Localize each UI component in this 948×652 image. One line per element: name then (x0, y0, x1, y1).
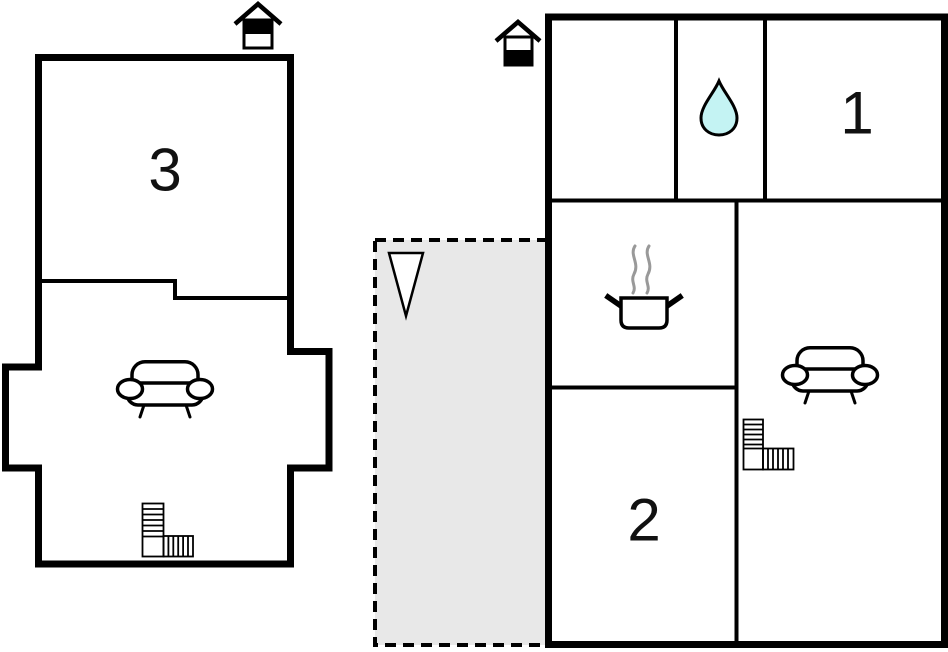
stairs-icon (742, 418, 795, 471)
water-drop-icon (699, 77, 739, 137)
left-building: 3 (2, 1, 333, 568)
room-1-label: 1 (840, 80, 873, 147)
terrace (373, 238, 554, 647)
right-building: 1 2 (545, 13, 948, 648)
north-arrow-icon (387, 251, 425, 321)
house-icon-top-half-filled (233, 1, 283, 50)
right-building-outer-walls (545, 13, 948, 648)
room-2-label: 2 (627, 487, 660, 554)
room-3-label: 3 (148, 137, 181, 204)
house-icon-bottom-half-filled (494, 19, 542, 67)
cooking-pot-icon (604, 244, 684, 330)
steam-line (645, 244, 652, 295)
left-building-interior-wall (36, 279, 290, 300)
stairs-icon (141, 502, 194, 558)
left-building-outer-walls (2, 54, 333, 568)
steam-line (631, 244, 638, 295)
